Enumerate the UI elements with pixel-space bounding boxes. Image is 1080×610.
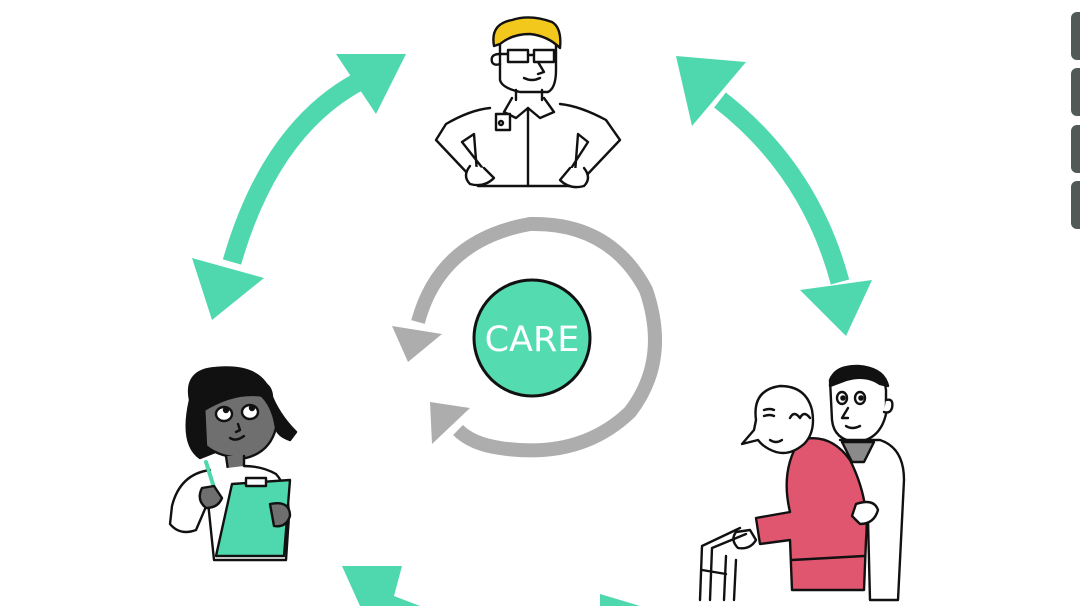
double-arrow-nurse-doctor xyxy=(192,54,406,320)
double-arrow-doctor-patient xyxy=(676,56,872,336)
patient-caregiver-illustration xyxy=(698,364,906,602)
side-tab-2[interactable] xyxy=(1071,68,1080,116)
side-tab-1[interactable] xyxy=(1071,12,1080,60)
nurse-illustration xyxy=(168,366,298,562)
doctor-illustration xyxy=(434,16,622,189)
arrow-bottom-right-partial xyxy=(600,594,640,606)
arrow-bottom-left-partial xyxy=(342,566,420,606)
care-center-circle xyxy=(472,278,592,398)
side-tab-3[interactable] xyxy=(1071,125,1080,173)
side-tab-4[interactable] xyxy=(1071,181,1080,229)
cycle-arrows xyxy=(392,216,662,458)
